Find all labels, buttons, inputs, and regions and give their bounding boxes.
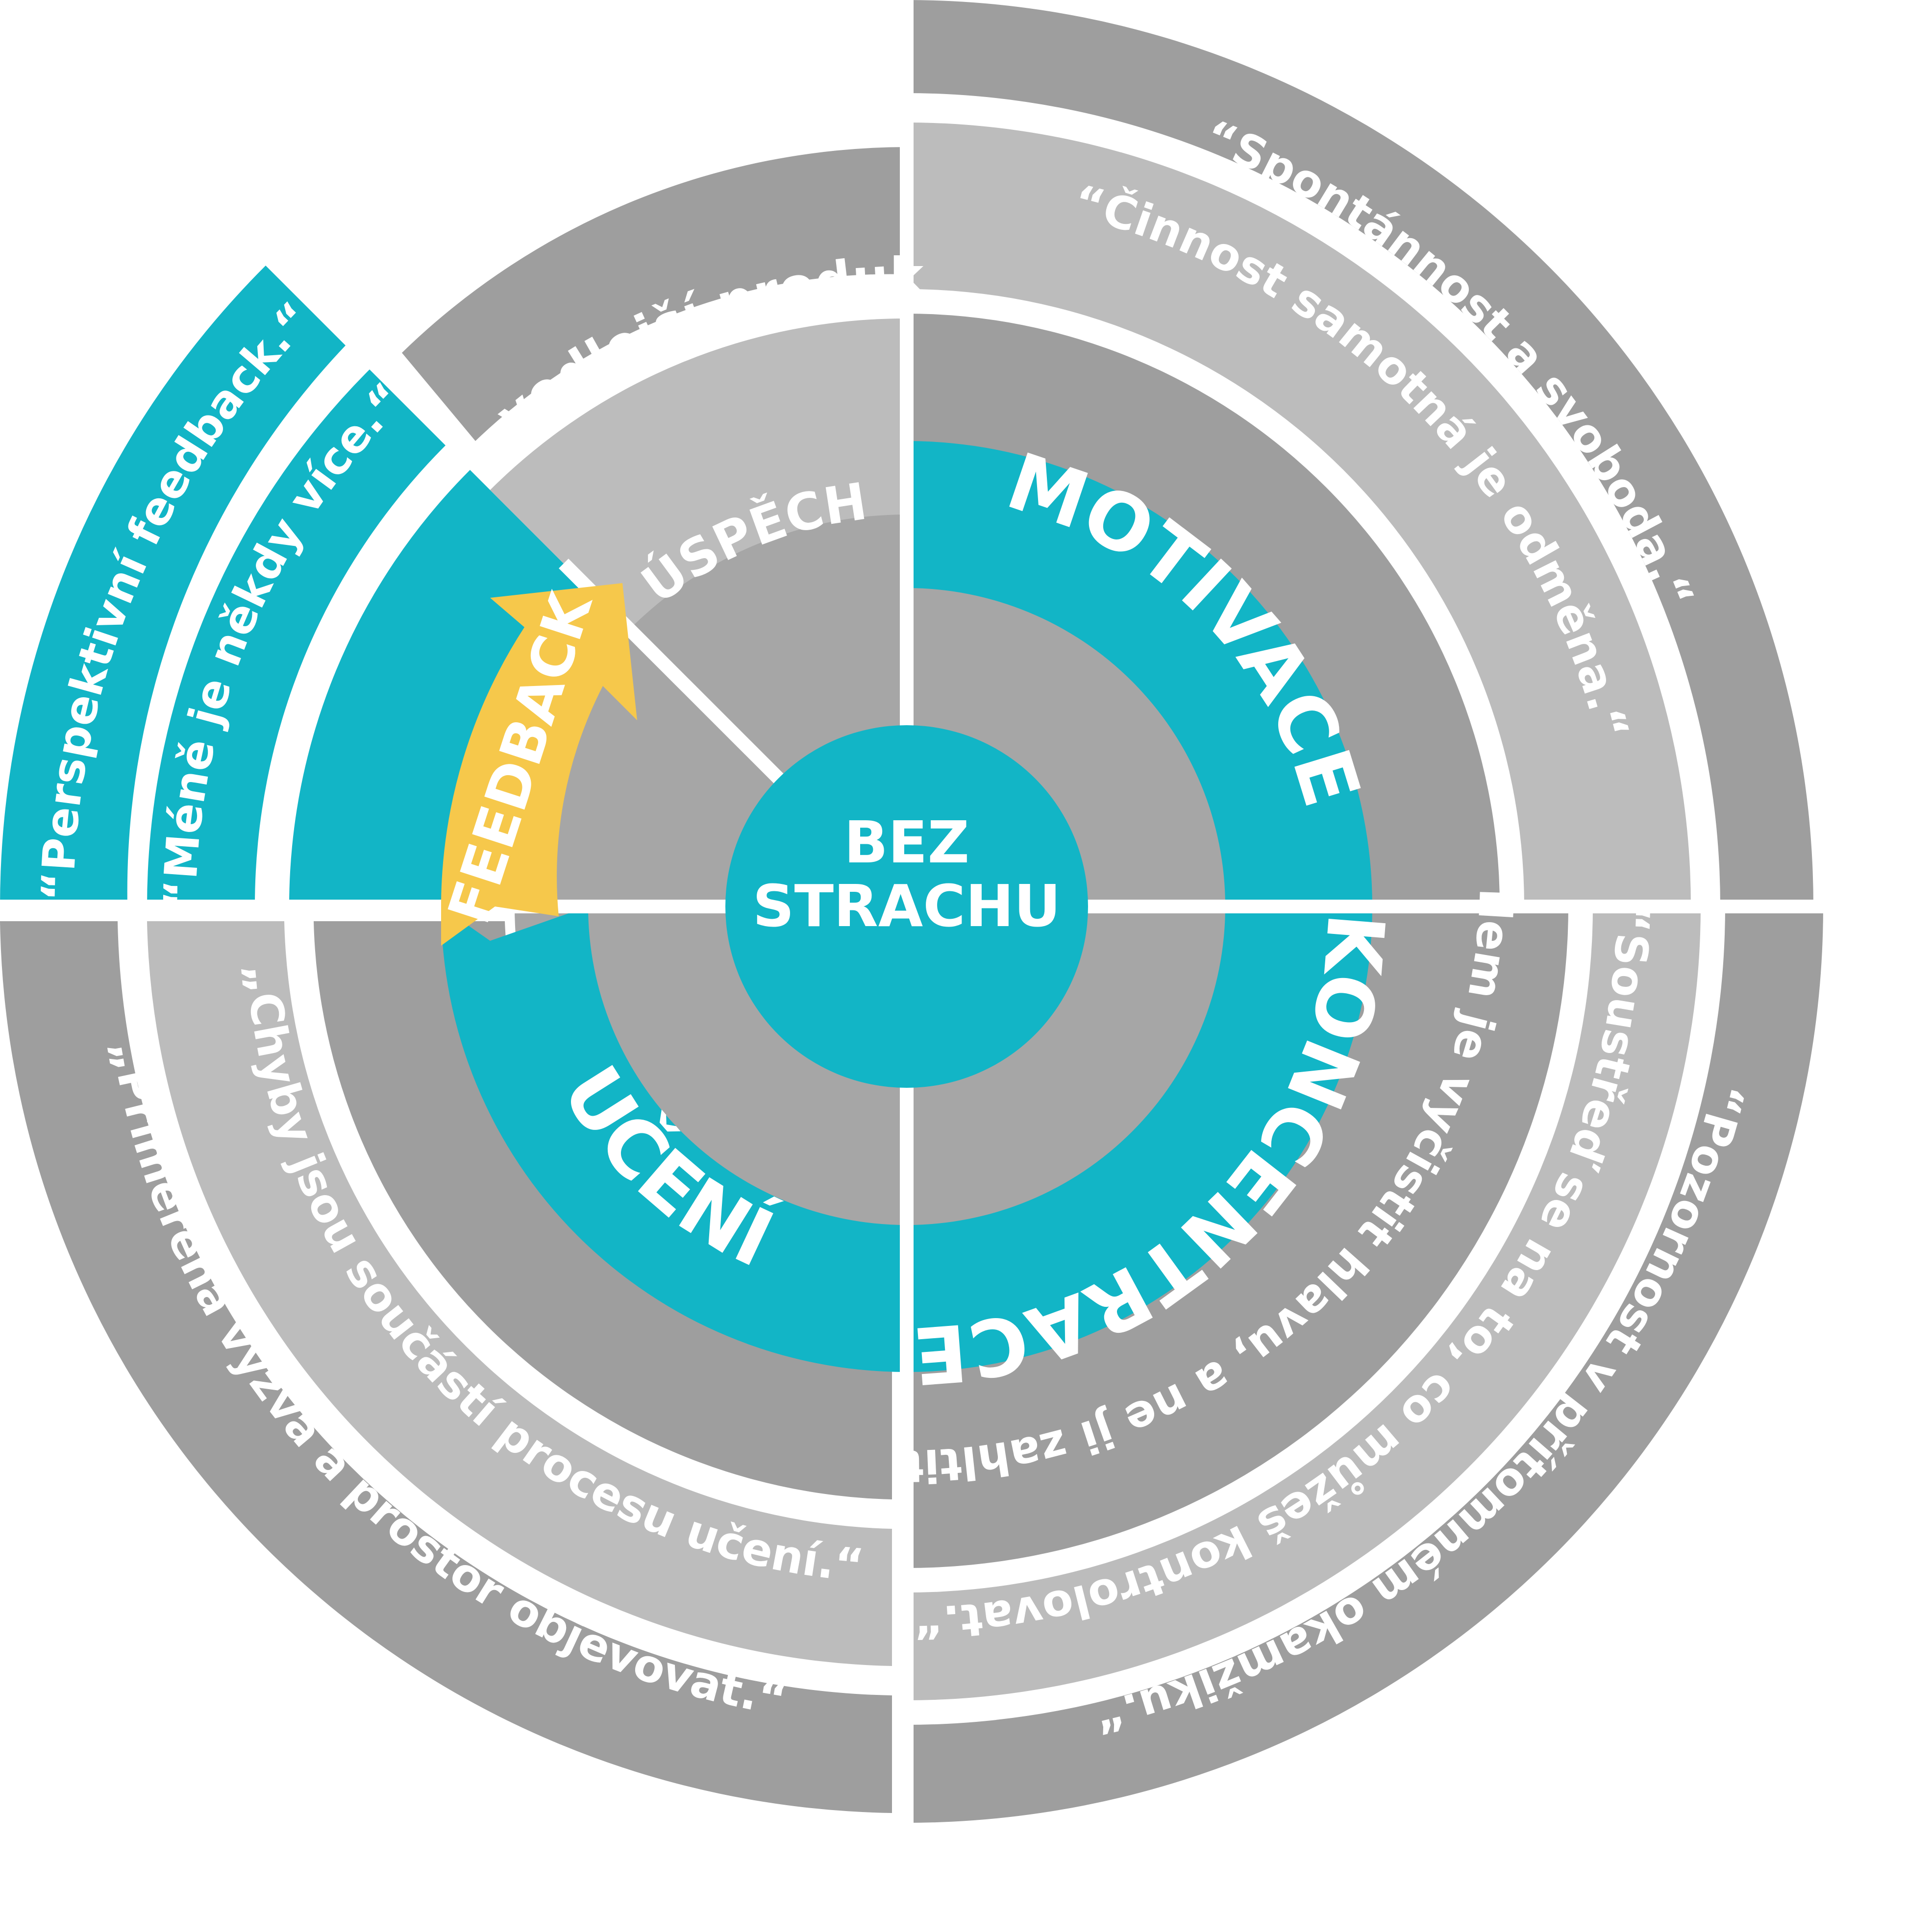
teal-ring [441,441,1372,1372]
feedback-arrow-shape [441,583,637,946]
feedback-middle-band [147,369,446,906]
center-circle [725,725,1088,1088]
koncentrace-middle-band [907,906,1701,1700]
motivace-ring-segment [907,441,1372,931]
uceni-outer-band [0,921,892,1813]
center-title-line2: STRACHU [753,872,1061,940]
feedback-arrow [441,583,637,946]
byproduct-band [402,147,907,441]
feedback-outer-band [0,266,346,906]
center-title-line1: BEZ [844,808,969,876]
uceni-middle-band [147,921,892,1666]
koncentrace-quadrant [907,906,1823,1823]
koncentrace-outer-band [907,906,1823,1823]
koncentrace-inner-band [907,906,1568,1568]
koncentrace-ring-segment [882,906,1372,1372]
motivace-middle-band [907,122,1691,906]
motivace-outer-band [907,0,1813,906]
uceni-ring-segment [441,906,907,1372]
